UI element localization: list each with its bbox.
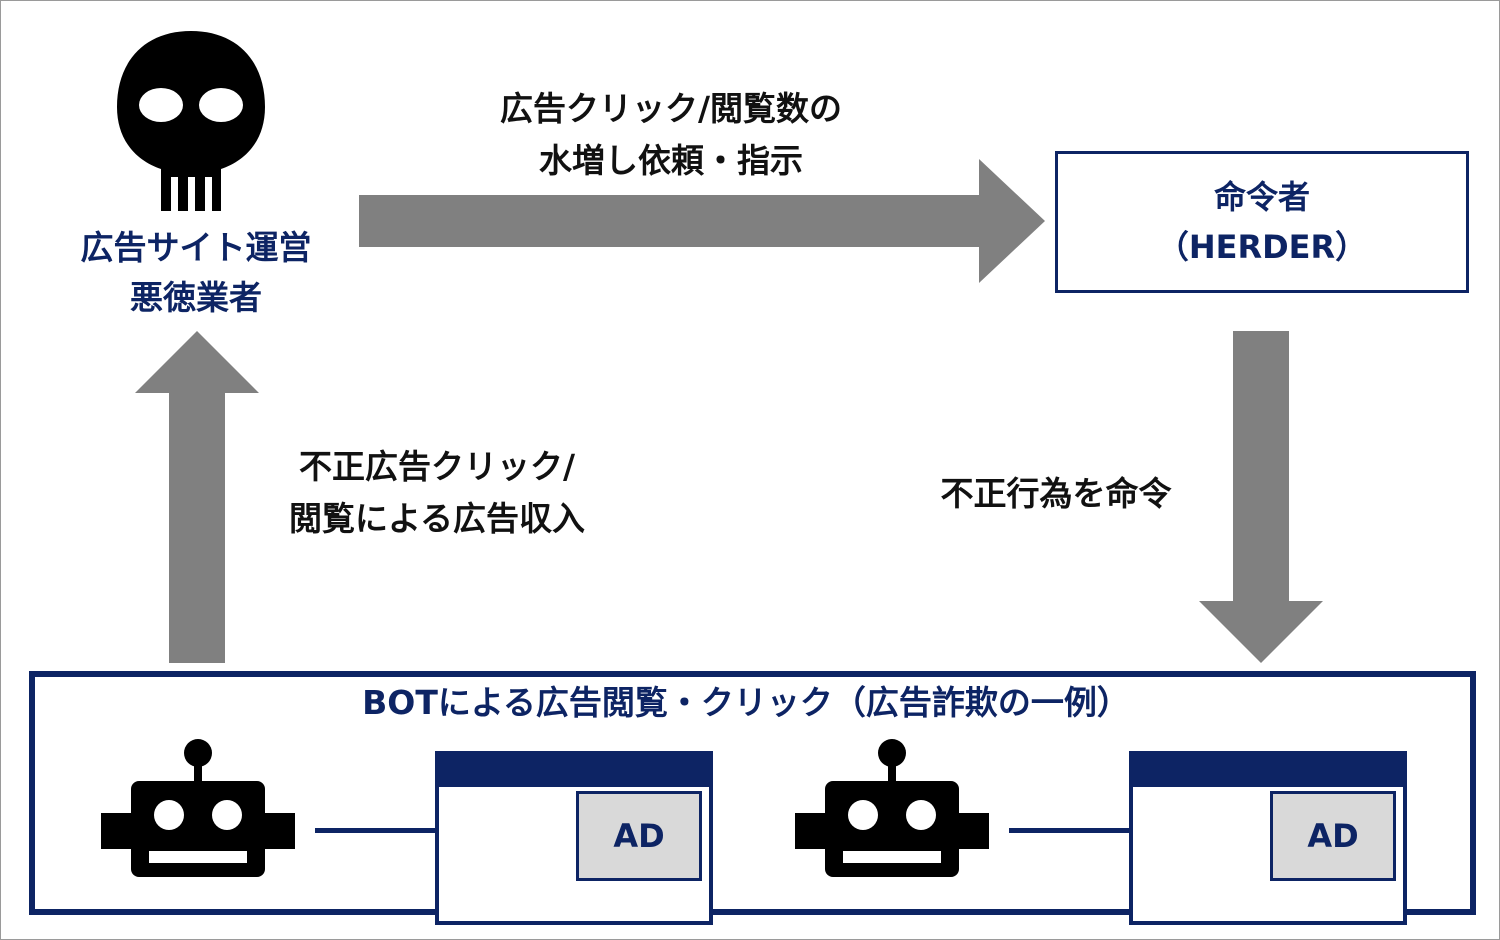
instruction-label-line2: 水増し依頼・指示 [539,141,803,180]
order-label: 不正行為を命令 [940,474,1172,513]
operator-label-line1: 広告サイト運営 [80,228,312,267]
bot-panel-title: BOTによる広告閲覧・クリック（広告詐欺の一例） [362,683,1130,722]
ad-label: AD [613,817,665,855]
operator-label: 広告サイト運営 悪徳業者 [41,223,351,323]
ad-banner: AD [576,791,702,881]
instruction-label: 広告クリック/閲覧数の 水増し依頼・指示 [421,83,921,187]
revenue-label-line1: 不正広告クリック/ [298,447,576,486]
skull-icon [117,31,265,213]
ad-label: AD [1307,817,1359,855]
instruction-arrow [359,159,1045,283]
revenue-label: 不正広告クリック/ 閲覧による広告収入 [237,441,637,545]
instruction-label-line1: 広告クリック/閲覧数の [499,89,843,128]
revenue-label-line2: 閲覧による広告収入 [288,499,585,538]
herder-subtitle: （HERDER） [1156,228,1368,266]
robot-icon [795,739,989,877]
robot-icon [101,739,295,877]
operator-label-line2: 悪徳業者 [130,278,262,317]
herder-box: 命令者 （HERDER） [1055,151,1469,293]
ad-banner: AD [1270,791,1396,881]
order-arrow [1199,331,1323,663]
revenue-arrow [135,331,259,663]
herder-title: 命令者 [1213,178,1310,216]
